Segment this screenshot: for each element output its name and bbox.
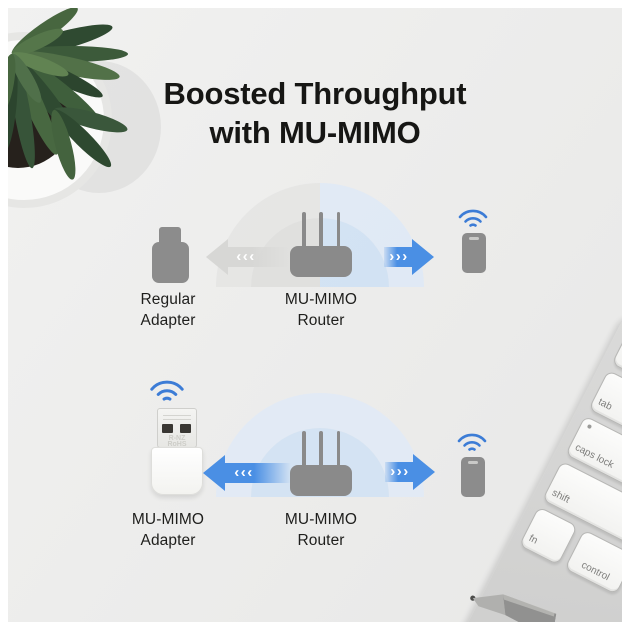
chevrons-left: ‹‹‹ xyxy=(236,248,256,265)
mumimo-usb-adapter-photo: R-NZ RoHS xyxy=(151,408,203,495)
router-antenna xyxy=(336,212,340,249)
page-title: Boosted Throughput with MU-MIMO xyxy=(0,74,630,152)
usb-metal-plug: R-NZ RoHS xyxy=(157,408,197,448)
capslock-indicator-dot xyxy=(586,423,593,430)
adapter-white-body xyxy=(151,447,203,495)
phone-speaker-bar xyxy=(468,461,478,464)
smartphone-icon xyxy=(462,233,486,273)
usb-contact-slot xyxy=(180,424,191,433)
title-line-2: with MU-MIMO xyxy=(209,115,421,150)
label-mumimo-adapter: MU-MIMO Adapter xyxy=(131,511,205,549)
label-mumimo-router-bottom: MU-MIMO Router xyxy=(284,511,358,549)
usb-contact-slot xyxy=(162,424,173,433)
wifi-signal-icon xyxy=(457,433,487,451)
succulent-plant-image xyxy=(0,7,161,208)
router-antenna xyxy=(336,431,340,468)
router-body-shape xyxy=(290,246,352,277)
arrow-left-blue-icon: ‹‹‹ xyxy=(203,455,291,491)
adapter-marking: R-NZ xyxy=(168,435,186,442)
arrow-right-blue-icon: ››› xyxy=(385,454,435,490)
wifi-signal-icon xyxy=(150,380,184,401)
adapter-body-shape xyxy=(152,242,189,283)
router-body-shape xyxy=(290,465,352,496)
router-icon xyxy=(290,431,352,497)
smartphone-icon xyxy=(461,457,485,497)
router-antenna xyxy=(302,212,306,249)
succulent-leaves xyxy=(0,7,128,180)
router-antenna xyxy=(319,431,323,468)
usb-plug-shape xyxy=(159,227,181,244)
router-antenna xyxy=(302,431,306,468)
label-mumimo-router-top: MU-MIMO Router xyxy=(284,291,358,329)
adapter-marking: RoHS xyxy=(167,441,187,448)
label-regular-adapter: Regular Adapter xyxy=(140,291,196,329)
wifi-signal-icon xyxy=(458,209,488,227)
title-line-1: Boosted Throughput xyxy=(163,76,467,111)
chevrons-right: ››› xyxy=(390,463,410,480)
router-antenna xyxy=(319,212,323,249)
arrow-right-blue-icon: ››› xyxy=(384,239,434,275)
chevrons-right: ››› xyxy=(389,248,409,265)
router-icon xyxy=(290,212,352,278)
phone-speaker-bar xyxy=(469,237,479,240)
regular-usb-adapter-icon xyxy=(152,227,189,283)
arrow-left-gray-icon: ‹‹‹ xyxy=(206,239,290,275)
chevrons-left: ‹‹‹ xyxy=(234,464,254,481)
